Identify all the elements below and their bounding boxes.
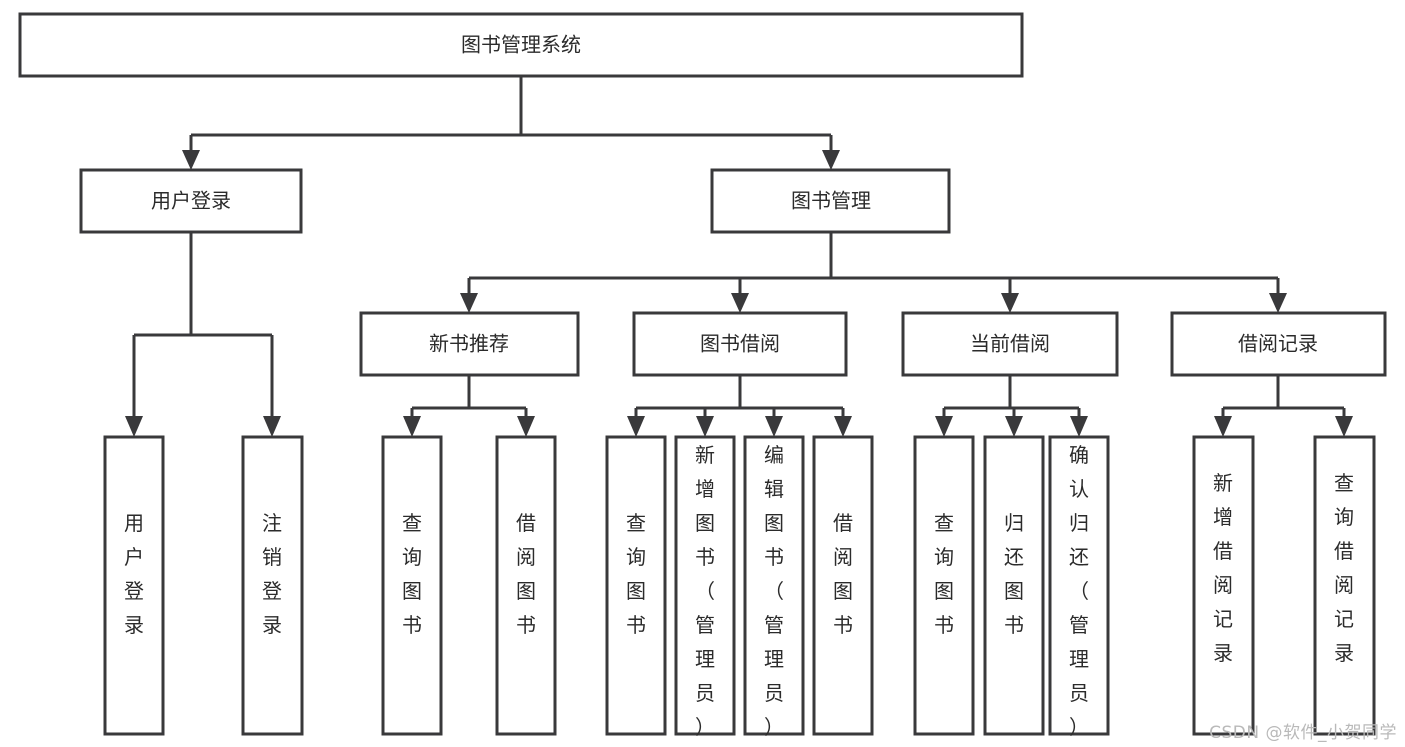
node-borrow-record[interactable]: 借阅记录 (1170, 311, 1387, 377)
node-leaf-borrow-book-2-label: 借阅图书 (833, 511, 853, 637)
node-leaf-query-book-2[interactable]: 查询图书 (605, 435, 667, 736)
arrowhead-leaf-add-record (1214, 416, 1232, 437)
arrowhead-leaf-query-record (1335, 416, 1353, 437)
node-leaf-query-book-1-box[interactable] (381, 435, 443, 736)
node-leaf-add-book[interactable]: 新增图书（管理员） (674, 435, 736, 739)
node-leaf-borrow-book-2[interactable]: 借阅图书 (812, 435, 874, 736)
arrowhead-leaf-logout-login (263, 416, 281, 437)
node-user-login-box[interactable] (79, 168, 303, 234)
node-current-borrow-label: 当前借阅 (970, 332, 1050, 356)
arrowhead-user-login (182, 150, 200, 170)
arrowhead-leaf-edit-book (765, 416, 783, 437)
node-leaf-query-book-2-label: 查询图书 (626, 511, 646, 637)
node-leaf-edit-book-box[interactable] (743, 435, 805, 736)
node-leaf-query-record-label: 查询借阅记录 (1334, 471, 1354, 665)
arrowhead-book-manage (822, 150, 840, 170)
arrowhead-leaf-query-book-2 (627, 416, 645, 437)
arrowhead-leaf-add-book (696, 416, 714, 437)
node-root-box[interactable] (18, 12, 1024, 78)
node-leaf-query-record-box[interactable] (1313, 435, 1376, 736)
arrowhead-leaf-confirm-return (1070, 416, 1088, 437)
node-leaf-return-book-label: 归还图书 (1004, 511, 1024, 637)
node-book-borrow-box[interactable] (632, 311, 848, 377)
node-leaf-borrow-book-1-box[interactable] (495, 435, 557, 736)
arrowhead-leaf-borrow-book-1 (517, 416, 535, 437)
node-borrow-record-box[interactable] (1170, 311, 1387, 377)
node-leaf-query-book-1[interactable]: 查询图书 (381, 435, 443, 736)
arrowhead-book-borrow (731, 293, 749, 313)
node-leaf-borrow-book-1-label: 借阅图书 (516, 511, 536, 637)
node-leaf-query-record[interactable]: 查询借阅记录 (1313, 435, 1376, 736)
node-root-label: 图书管理系统 (461, 33, 581, 57)
node-leaf-query-book-2-box[interactable] (605, 435, 667, 736)
node-leaf-query-book-3-label: 查询图书 (934, 511, 954, 637)
node-book-manage-box[interactable] (710, 168, 951, 234)
node-new-book-recommend[interactable]: 新书推荐 (359, 311, 580, 377)
arrowhead-leaf-borrow-book-2 (834, 416, 852, 437)
node-borrow-record-label: 借阅记录 (1238, 332, 1318, 356)
node-leaf-user-login-label: 用户登录 (124, 511, 144, 637)
node-leaf-query-book-3-box[interactable] (913, 435, 975, 736)
node-leaf-add-record-label: 新增借阅记录 (1213, 471, 1233, 665)
node-leaf-add-book-label: 新增图书（管理员） (695, 443, 715, 739)
node-leaf-borrow-book-1[interactable]: 借阅图书 (495, 435, 557, 736)
arrowhead-borrow-record (1269, 293, 1287, 313)
arrowhead-current-borrow (1001, 293, 1019, 313)
node-leaf-logout-login[interactable]: 注销登录 (241, 435, 304, 736)
node-current-borrow-box[interactable] (901, 311, 1119, 377)
node-leaf-edit-book[interactable]: 编辑图书（管理员） (743, 435, 805, 739)
node-leaf-logout-login-box[interactable] (241, 435, 304, 736)
node-book-borrow[interactable]: 图书借阅 (632, 311, 848, 377)
node-new-book-recommend-box[interactable] (359, 311, 580, 377)
node-leaf-logout-login-label: 注销登录 (262, 511, 282, 637)
node-book-borrow-label: 图书借阅 (700, 332, 780, 356)
arrowhead-new-book-recommend (460, 293, 478, 313)
node-book-manage[interactable]: 图书管理 (710, 168, 951, 234)
node-leaf-edit-book-label: 编辑图书（管理员） (764, 443, 784, 739)
node-leaf-query-book-1-label: 查询图书 (402, 511, 422, 637)
node-root[interactable]: 图书管理系统 (18, 12, 1024, 78)
arrowhead-leaf-return-book (1005, 416, 1023, 437)
node-leaf-user-login[interactable]: 用户登录 (103, 435, 165, 736)
node-current-borrow[interactable]: 当前借阅 (901, 311, 1119, 377)
node-leaf-add-record[interactable]: 新增借阅记录 (1192, 435, 1255, 736)
node-user-login[interactable]: 用户登录 (79, 168, 303, 234)
arrowhead-leaf-user-login (125, 416, 143, 437)
node-leaf-user-login-box[interactable] (103, 435, 165, 736)
node-leaf-return-book[interactable]: 归还图书 (983, 435, 1045, 736)
node-leaf-add-record-box[interactable] (1192, 435, 1255, 736)
node-book-manage-label: 图书管理 (791, 189, 871, 213)
node-leaf-confirm-return-label: 确认归还（管理员） (1069, 443, 1089, 739)
arrowhead-leaf-query-book-3 (935, 416, 953, 437)
node-leaf-confirm-return[interactable]: 确认归还（管理员） (1048, 435, 1110, 739)
node-leaf-add-book-box[interactable] (674, 435, 736, 736)
node-new-book-recommend-label: 新书推荐 (429, 332, 509, 356)
edge-layer (125, 76, 1353, 437)
arrowhead-leaf-query-book-1 (403, 416, 421, 437)
node-user-login-label: 用户登录 (151, 189, 231, 213)
node-leaf-confirm-return-box[interactable] (1048, 435, 1110, 736)
node-leaf-return-book-box[interactable] (983, 435, 1045, 736)
node-leaf-query-book-3[interactable]: 查询图书 (913, 435, 975, 736)
node-leaf-borrow-book-2-box[interactable] (812, 435, 874, 736)
